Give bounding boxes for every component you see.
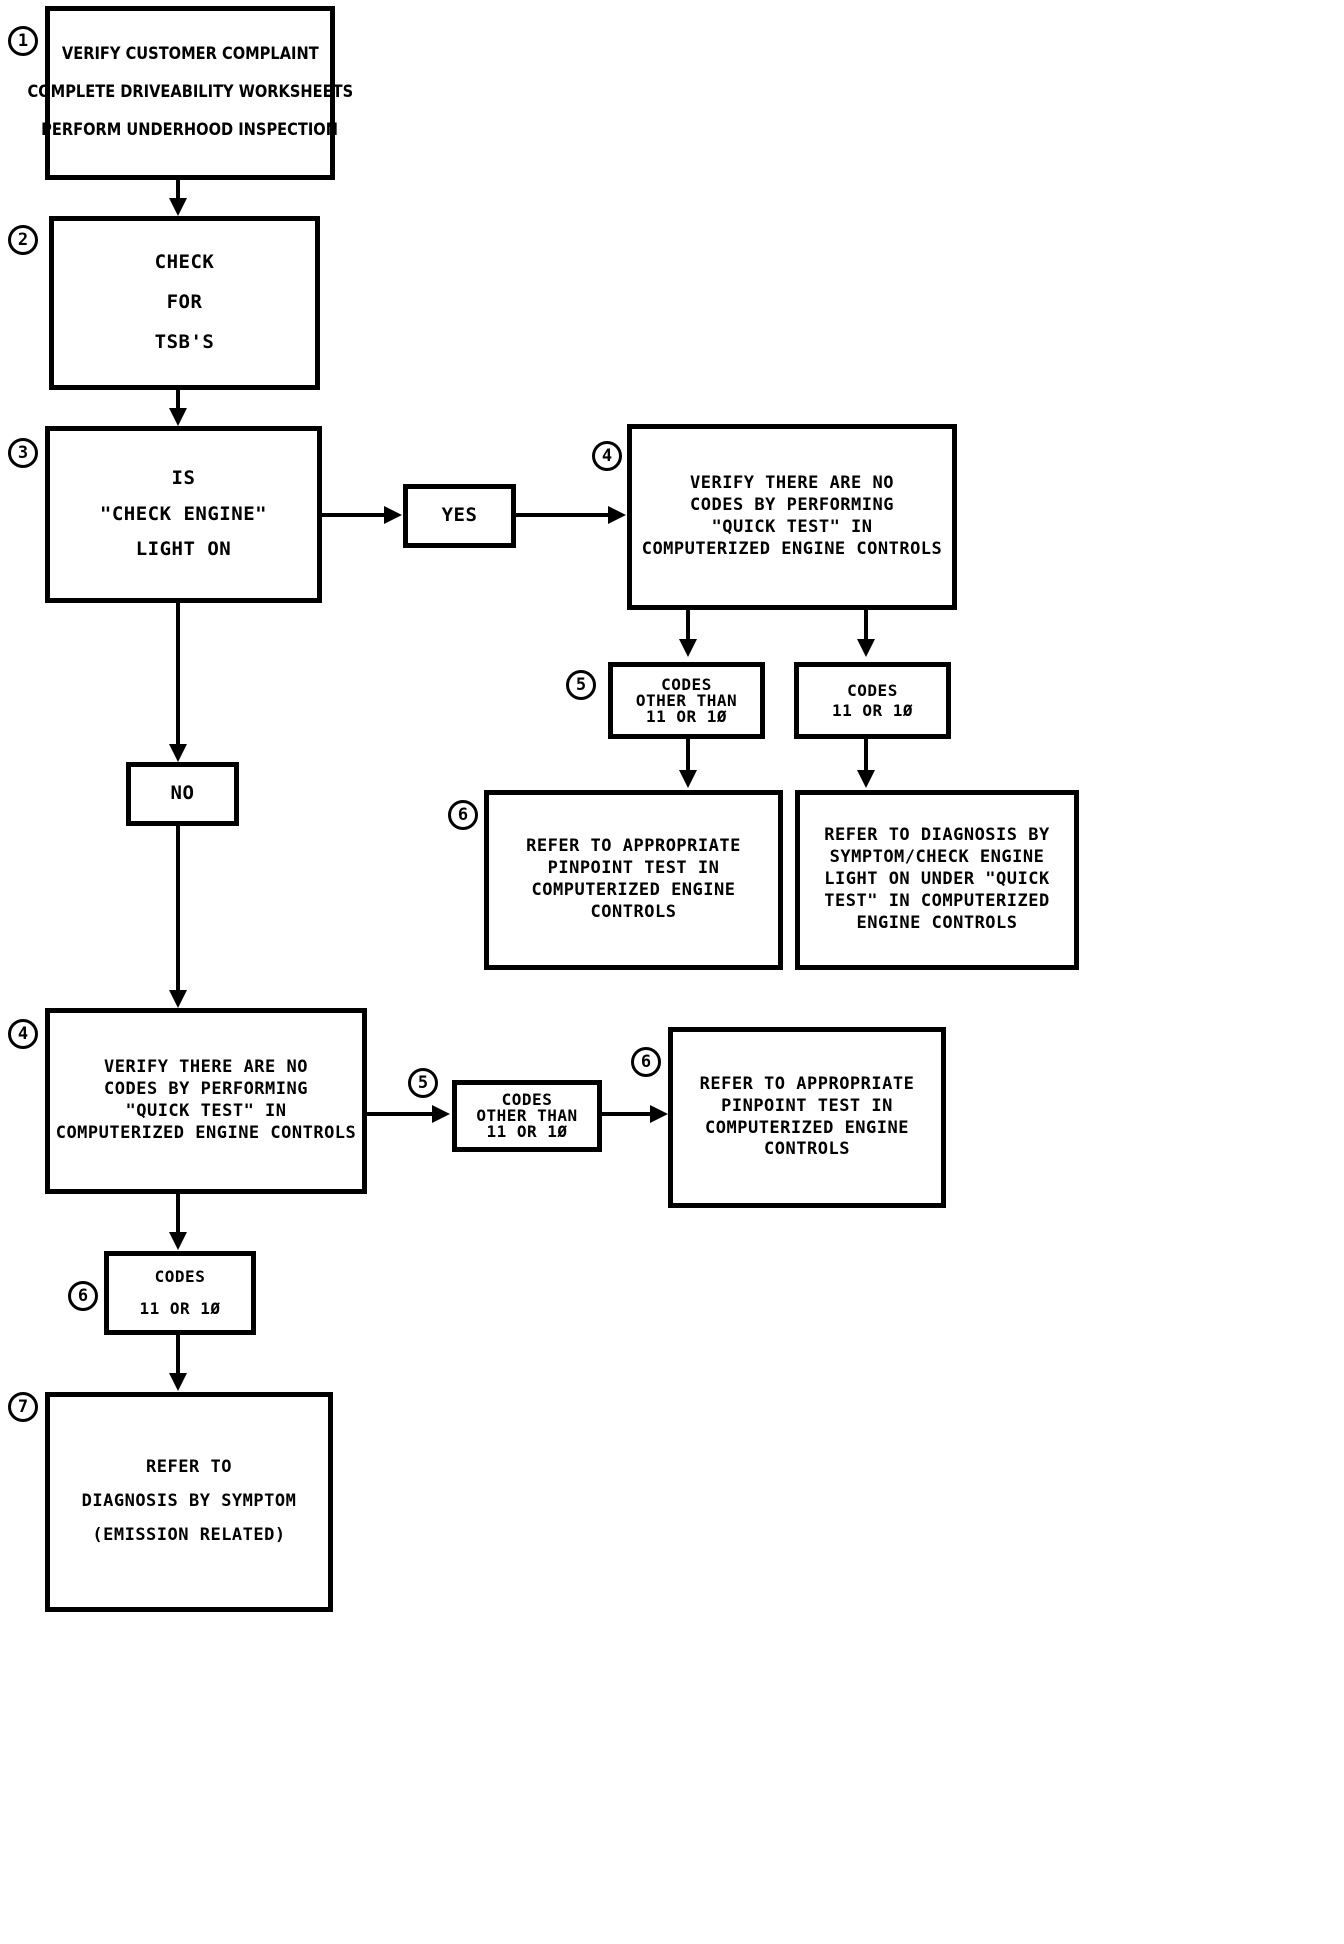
- node-step2-line-2: FOR: [166, 291, 203, 314]
- connector-step1-to-step2: [176, 180, 180, 206]
- node-step4-top-line-3: "QUICK TEST" IN: [711, 517, 873, 537]
- node-step6-symptom[interactable]: REFER TO DIAGNOSIS BY SYMPTOM/CHECK ENGI…: [795, 790, 1079, 970]
- step-marker-2: 2: [8, 225, 38, 255]
- node-yes-label: YES: [441, 504, 478, 527]
- node-step6-pinpoint-top-line-3: COMPUTERIZED ENGINE: [531, 880, 736, 900]
- node-step6-pinpoint-bottom-line-2: PINPOINT TEST IN: [721, 1095, 893, 1116]
- node-codes-other-top[interactable]: CODES OTHER THAN 11 OR 1Ø: [608, 662, 765, 739]
- node-step4-bottom-line-1: VERIFY THERE ARE NO: [104, 1057, 308, 1078]
- connector-no-to-step4-bottom: [176, 826, 180, 990]
- arrowhead-step2-to-step3: [169, 408, 187, 426]
- step-marker-6-top: 6: [448, 800, 478, 830]
- node-codes-1110-bottom-line-2: 11 OR 1Ø: [139, 1299, 221, 1318]
- node-step6-symptom-line-5: ENGINE CONTROLS: [856, 912, 1018, 933]
- node-codes-other-top-line-2: OTHER THAN: [635, 690, 738, 710]
- node-codes-other-bottom[interactable]: CODES OTHER THAN 11 OR 1Ø: [452, 1080, 602, 1152]
- node-codes-1110-top-line-1: CODES: [847, 680, 898, 700]
- node-step6-pinpoint-bottom[interactable]: REFER TO APPROPRIATE PINPOINT TEST IN CO…: [668, 1027, 946, 1208]
- node-codes-1110-top[interactable]: CODES 11 OR 1Ø: [794, 662, 951, 739]
- step-marker-6-bottom-right: 6: [631, 1047, 661, 1077]
- arrowhead-codes-other-to-step6-pinpoint: [679, 770, 697, 788]
- node-step7-line-2: DIAGNOSIS BY SYMPTOM: [81, 1491, 297, 1512]
- arrowhead-step4bottom-to-codes-1110-bottom: [169, 1232, 187, 1250]
- node-codes-other-top-line-1: CODES: [661, 674, 712, 694]
- node-step1-line-1: VERIFY CUSTOMER COMPLAINT: [61, 44, 319, 65]
- arrowhead-codes-1110-to-step6-symptom: [857, 770, 875, 788]
- connector-step4bottom-to-codes-other-bottom: [367, 1112, 432, 1116]
- step-marker-1: 1: [8, 26, 38, 56]
- node-step6-pinpoint-top[interactable]: REFER TO APPROPRIATE PINPOINT TEST IN CO…: [484, 790, 783, 970]
- node-codes-other-bottom-line-1: CODES: [501, 1090, 553, 1109]
- node-step4-bottom-line-2: CODES BY PERFORMING: [104, 1079, 308, 1100]
- node-step6-symptom-line-4: TEST" IN COMPUTERIZED: [824, 890, 1050, 911]
- arrowhead-yes-to-step4-top: [608, 506, 626, 524]
- node-codes-1110-top-line-2: 11 OR 1Ø: [831, 700, 914, 720]
- node-codes-other-bottom-line-2: OTHER THAN: [476, 1106, 578, 1125]
- node-codes-1110-bottom[interactable]: CODES 11 OR 1Ø: [104, 1251, 256, 1335]
- node-step7[interactable]: REFER TO DIAGNOSIS BY SYMPTOM (EMISSION …: [45, 1392, 333, 1612]
- node-step4-bottom-line-4: COMPUTERIZED ENGINE CONTROLS: [55, 1122, 357, 1143]
- node-step6-symptom-line-3: LIGHT ON UNDER "QUICK: [824, 869, 1050, 890]
- node-codes-other-top-line-3: 11 OR 1Ø: [645, 706, 728, 726]
- node-step6-pinpoint-top-line-2: PINPOINT TEST IN: [547, 858, 720, 879]
- node-step6-pinpoint-bottom-line-3: COMPUTERIZED ENGINE: [705, 1117, 909, 1138]
- node-step4-top-line-2: CODES BY PERFORMING: [690, 495, 894, 516]
- arrowhead-step3-to-yes: [384, 506, 402, 524]
- node-step6-symptom-line-2: SYMPTOM/CHECK ENGINE: [829, 847, 1045, 868]
- arrowhead-step3-to-no: [169, 744, 187, 762]
- node-step4-top-line-4: COMPUTERIZED ENGINE CONTROLS: [641, 538, 943, 559]
- node-step7-line-3: (EMISSION RELATED): [92, 1524, 286, 1545]
- node-step3-line-3: LIGHT ON: [135, 538, 232, 561]
- node-step1-line-2: COMPLETE DRIVEABILITY WORKSHEETS: [27, 82, 353, 103]
- node-step2[interactable]: CHECK FOR TSB'S: [49, 216, 320, 390]
- node-step1[interactable]: VERIFY CUSTOMER COMPLAINT COMPLETE DRIVE…: [27, 6, 353, 180]
- node-step6-pinpoint-top-line-1: REFER TO APPROPRIATE: [526, 836, 741, 857]
- node-yes[interactable]: YES: [403, 484, 516, 548]
- connector-yes-to-step4-top: [516, 513, 608, 517]
- node-step6-pinpoint-top-line-4: CONTROLS: [590, 901, 677, 922]
- node-codes-other-bottom-line-3: 11 OR 1Ø: [486, 1122, 568, 1141]
- connector-codes-other-to-step6-pinpoint: [686, 739, 690, 773]
- node-step4-top[interactable]: VERIFY THERE ARE NO CODES BY PERFORMING …: [627, 424, 957, 610]
- node-step6-symptom-line-1: REFER TO DIAGNOSIS BY: [824, 825, 1050, 846]
- arrowhead-step4top-to-codes-1110: [857, 639, 875, 657]
- node-step3-line-1: IS: [171, 466, 196, 489]
- connector-step4top-to-codes-other: [686, 610, 690, 643]
- node-step4-bottom-line-3: "QUICK TEST" IN: [125, 1101, 287, 1121]
- node-step4-bottom[interactable]: VERIFY THERE ARE NO CODES BY PERFORMING …: [45, 1008, 367, 1194]
- node-step3-line-2: "CHECK ENGINE": [99, 502, 268, 525]
- connector-step4bottom-to-codes-1110-bottom: [176, 1194, 180, 1236]
- node-step2-line-3: TSB'S: [154, 330, 215, 353]
- node-step2-line-1: CHECK: [154, 251, 215, 274]
- connector-codes-1110-bottom-to-step7: [176, 1335, 180, 1377]
- node-step7-line-1: REFER TO: [146, 1457, 232, 1478]
- step-marker-4-top: 4: [592, 441, 622, 471]
- connector-codes-1110-to-step6-symptom: [864, 739, 868, 773]
- connector-step3-to-no: [176, 603, 180, 744]
- arrowhead-codes-1110-bottom-to-step7: [169, 1373, 187, 1391]
- node-codes-1110-bottom-line-1: CODES: [154, 1267, 206, 1286]
- arrowhead-step1-to-step2: [169, 198, 187, 216]
- connector-codes-other-bottom-to-step6: [602, 1112, 650, 1116]
- step-marker-5-top: 5: [566, 670, 596, 700]
- node-step6-pinpoint-bottom-line-1: REFER TO APPROPRIATE: [699, 1073, 915, 1094]
- connector-step4top-to-codes-1110: [864, 610, 868, 643]
- step-marker-7: 7: [8, 1392, 38, 1422]
- node-step1-line-3: PERFORM UNDERHOOD INSPECTION: [41, 119, 339, 140]
- arrowhead-no-to-step4-bottom: [169, 990, 187, 1008]
- step-marker-4-bottom: 4: [8, 1019, 38, 1049]
- connector-step3-to-yes: [322, 513, 384, 517]
- node-no-label: NO: [170, 782, 195, 805]
- arrowhead-codes-other-bottom-to-step6: [650, 1105, 668, 1123]
- node-no[interactable]: NO: [126, 762, 239, 826]
- step-marker-6-bottom-left: 6: [68, 1281, 98, 1311]
- step-marker-5-bottom: 5: [408, 1068, 438, 1098]
- node-step3[interactable]: IS "CHECK ENGINE" LIGHT ON: [45, 426, 322, 603]
- step-marker-3: 3: [8, 438, 38, 468]
- node-step6-pinpoint-bottom-line-4: CONTROLS: [764, 1139, 850, 1160]
- arrowhead-step4top-to-codes-other: [679, 639, 697, 657]
- arrowhead-step4bottom-to-codes-other-bottom: [432, 1105, 450, 1123]
- node-step4-top-line-1: VERIFY THERE ARE NO: [690, 473, 894, 494]
- connector-step2-to-step3: [176, 390, 180, 412]
